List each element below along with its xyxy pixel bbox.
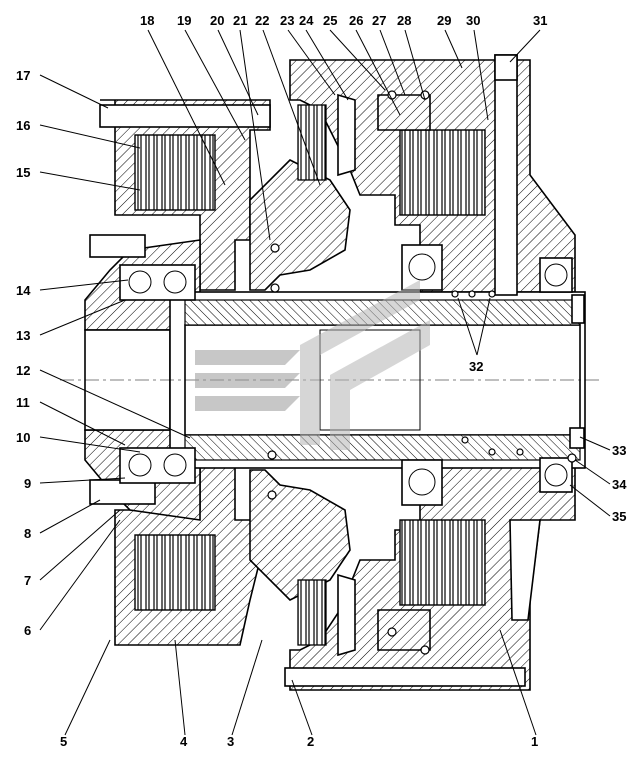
callout-34: 34 xyxy=(612,477,627,492)
leader-lines xyxy=(39,29,611,736)
bearing-right-lower xyxy=(401,459,443,506)
logo-watermark-icon xyxy=(195,280,430,450)
disk-pack-right-lower xyxy=(399,519,486,606)
vertical-bolt-head xyxy=(494,54,518,81)
callout-11: 11 xyxy=(16,395,30,410)
callout-23: 23 xyxy=(280,13,294,28)
callout-12: 12 xyxy=(16,363,30,378)
callout-27: 27 xyxy=(372,13,386,28)
disk-pack-left-upper xyxy=(134,134,216,211)
callout-14: 14 xyxy=(16,283,31,298)
bearing-right-upper xyxy=(401,244,443,291)
bolt-lower xyxy=(284,667,526,687)
callout-17: 17 xyxy=(16,68,30,83)
disk-pack-right-upper xyxy=(399,129,486,216)
callout-18: 18 xyxy=(140,13,154,28)
callout-8: 8 xyxy=(24,526,31,541)
callout-7: 7 xyxy=(24,573,31,588)
callout-6: 6 xyxy=(24,623,31,638)
spring-stack-lower xyxy=(297,579,327,646)
bearing-left-lower xyxy=(119,447,196,484)
callout-1: 1 xyxy=(531,734,538,749)
disk-pack-left-lower xyxy=(134,534,216,611)
piston-lower xyxy=(377,609,431,651)
bearing-left-upper xyxy=(119,264,196,301)
vertical-bolt xyxy=(494,54,518,296)
end-plug-top xyxy=(571,294,585,324)
housing-cavity xyxy=(509,519,541,621)
callout-9: 9 xyxy=(24,476,31,491)
bearing-far-right-lower xyxy=(539,457,573,493)
callout-labels: 17 16 15 14 13 12 11 10 9 8 7 6 5 4 3 2 … xyxy=(16,13,627,749)
callout-28: 28 xyxy=(397,13,411,28)
shaft-lower-wall xyxy=(184,434,581,461)
callout-19: 19 xyxy=(177,13,191,28)
callout-30: 30 xyxy=(466,13,480,28)
callout-25: 25 xyxy=(323,13,337,28)
callout-16: 16 xyxy=(16,118,30,133)
callout-4: 4 xyxy=(180,734,188,749)
callout-10: 10 xyxy=(16,430,30,445)
callout-32: 32 xyxy=(469,359,483,374)
callout-2: 2 xyxy=(307,734,314,749)
cone-spring-upper xyxy=(337,93,356,177)
callout-29: 29 xyxy=(437,13,451,28)
callout-5: 5 xyxy=(60,734,67,749)
hub-flange-lower xyxy=(249,469,351,601)
bearing-far-right-upper xyxy=(539,257,573,293)
drawing-body xyxy=(60,54,600,691)
callout-22: 22 xyxy=(255,13,269,28)
callout-33: 33 xyxy=(612,443,626,458)
bolt-upper xyxy=(99,104,271,128)
piston-upper xyxy=(377,94,431,131)
callout-15: 15 xyxy=(16,165,30,180)
screw-upper-left xyxy=(89,234,146,258)
callout-20: 20 xyxy=(210,13,224,28)
callout-31: 31 xyxy=(533,13,547,28)
callout-26: 26 xyxy=(349,13,363,28)
callout-21: 21 xyxy=(233,13,247,28)
callout-3: 3 xyxy=(227,734,234,749)
cone-spring-lower xyxy=(337,573,356,657)
end-plug xyxy=(569,427,585,449)
spring-stack-upper xyxy=(297,104,327,181)
callout-24: 24 xyxy=(299,13,314,28)
callout-35: 35 xyxy=(612,509,626,524)
callout-13: 13 xyxy=(16,328,30,343)
